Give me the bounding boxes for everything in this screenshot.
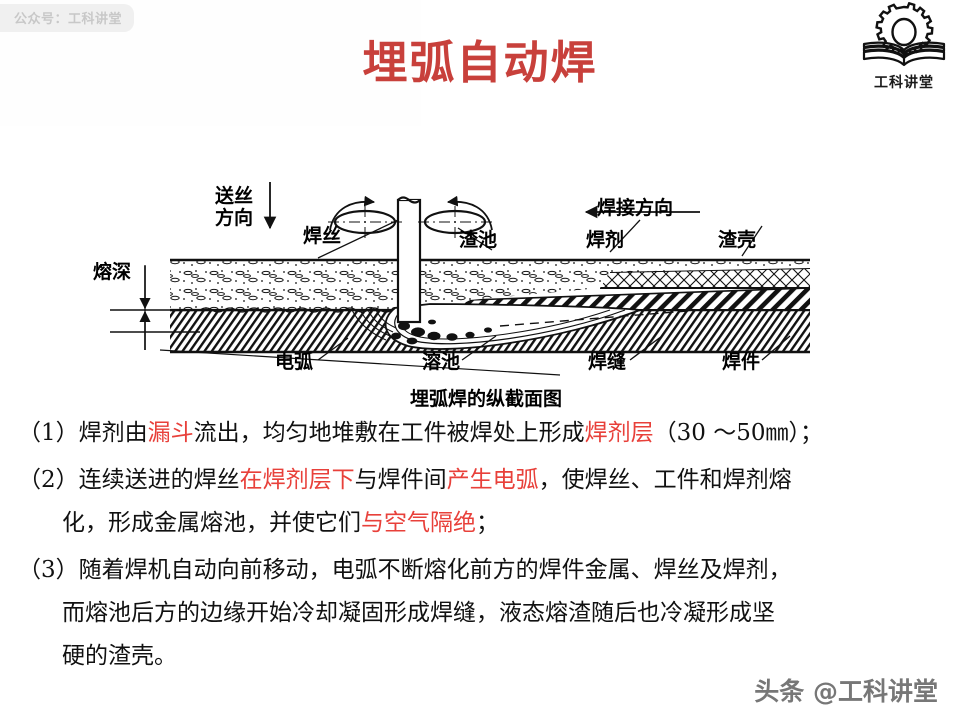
body-run: 化，形成金属熔池，并使它们: [62, 510, 361, 536]
label-slag-pool: 渣池: [459, 229, 498, 251]
body-run: （2）连续送进的焊丝: [18, 467, 240, 493]
body-text-block: （1）焊剂由漏斗流出，均匀地堆敷在工件被焊处上形成焊剂层（30 ～50㎜）； （…: [18, 412, 942, 682]
label-weld-seam: 焊缝: [588, 351, 627, 373]
body-run-highlight: 在焊剂层下: [239, 467, 355, 493]
label-slag-crust: 渣壳: [718, 229, 757, 251]
body-line: 硬的渣壳。: [18, 635, 942, 678]
body-run: （30 ～50㎜）；: [653, 420, 823, 446]
body-run: 而熔池后方的边缘开始冷却凝固形成焊缝，液态熔渣随后也冷凝形成坚: [62, 600, 775, 626]
body-run: 与焊件间: [354, 467, 447, 493]
body-run-highlight: 与空气隔绝: [361, 510, 476, 536]
body-run-highlight: 产生电弧: [446, 467, 539, 493]
watermark-bottom-right: 头条 @工科讲堂: [754, 677, 938, 706]
body-run: 硬的渣壳。: [62, 643, 177, 669]
body-run-highlight: 漏斗: [147, 420, 194, 446]
body-run: ；: [476, 510, 499, 536]
gear-over-book-icon: [858, 2, 950, 74]
body-line: （1）焊剂由漏斗流出，均匀地堆敷在工件被焊处上形成焊剂层（30 ～50㎜）；: [18, 412, 942, 455]
submerged-arc-welding-diagram: 送丝 方向 焊丝 渣池 焊接方向 焊剂 渣壳 熔深 电弧 溶池 焊缝 焊件 埋弧…: [0, 160, 960, 410]
label-feed-direction: 送丝 方向: [215, 185, 254, 230]
brand-logo: 工科讲堂: [858, 2, 950, 94]
label-welding-direction: 焊接方向: [597, 197, 674, 219]
label-flux: 焊剂: [586, 229, 625, 251]
label-feed-direction-line2: 方向: [215, 206, 254, 229]
label-workpiece: 焊件: [722, 351, 761, 373]
watermark-top-left: 公众号：工科讲堂: [0, 4, 135, 32]
body-run: 流出，均匀地堆敷在工件被焊处上形成: [193, 420, 585, 446]
body-item: （2）连续送进的焊丝在焊剂层下与焊件间产生电弧，使焊丝、工件和焊剂熔 化，形成金…: [18, 459, 942, 545]
body-line: （3）随着焊机自动向前移动，电弧不断熔化前方的焊件金属、焊丝及焊剂，: [18, 549, 942, 592]
body-line: （2）连续送进的焊丝在焊剂层下与焊件间产生电弧，使焊丝、工件和焊剂熔: [18, 459, 942, 502]
label-penetration-depth: 熔深: [93, 261, 132, 283]
label-arc: 电弧: [275, 351, 314, 373]
body-run: ，使焊丝、工件和焊剂熔: [538, 467, 792, 493]
diagram-caption: 埋弧焊的纵截面图: [410, 388, 563, 410]
body-item: （1）焊剂由漏斗流出，均匀地堆敷在工件被焊处上形成焊剂层（30 ～50㎜）；: [18, 412, 942, 455]
body-run-highlight: 焊剂层: [584, 420, 654, 446]
body-item: （3）随着焊机自动向前移动，电弧不断熔化前方的焊件金属、焊丝及焊剂， 而熔池后方…: [18, 549, 942, 678]
label-feed-direction-line1: 送丝: [215, 185, 254, 207]
body-run: （3）随着焊机自动向前移动，电弧不断熔化前方的焊件金属、焊丝及焊剂，: [18, 557, 792, 583]
body-line: 而熔池后方的边缘开始冷却凝固形成焊缝，液态熔渣随后也冷凝形成坚: [18, 592, 942, 635]
label-molten-pool: 溶池: [422, 351, 461, 373]
page-title: 埋弧自动焊: [362, 36, 598, 89]
body-run: （1）焊剂由: [18, 420, 148, 446]
body-line: 化，形成金属熔池，并使它们与空气隔绝；: [18, 502, 942, 545]
logo-label: 工科讲堂: [874, 75, 934, 91]
label-welding-wire: 焊丝: [303, 225, 342, 247]
